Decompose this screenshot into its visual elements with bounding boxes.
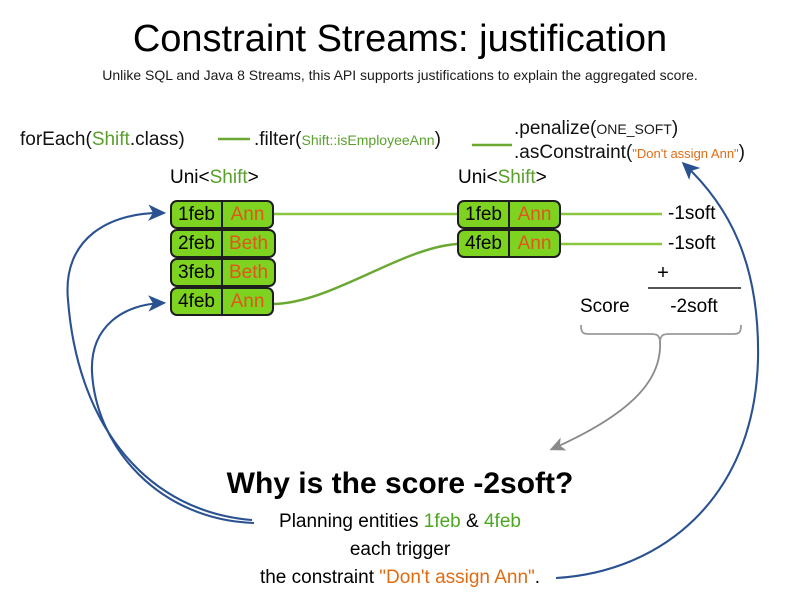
- fact-employee: Ann: [509, 200, 561, 229]
- table-row[interactable]: 1feb Ann: [170, 200, 276, 229]
- fact-employee: Ann: [509, 229, 561, 258]
- fact-date: 4feb: [170, 287, 222, 316]
- stream-label-left-suffix: >: [247, 167, 259, 188]
- table-row[interactable]: 4feb Ann: [457, 229, 561, 258]
- stream-label-right-type: Shift: [497, 167, 536, 188]
- stream-label-left-prefix: Uni<: [170, 167, 210, 188]
- fact-employee: Ann: [222, 200, 274, 229]
- page-subtitle: Unlike SQL and Java 8 Streams, this API …: [102, 67, 698, 83]
- code-foreach: forEach(Shift.class): [20, 128, 185, 152]
- table-row[interactable]: 1feb Ann: [457, 200, 561, 229]
- page-title: Constraint Streams: justification: [132, 18, 668, 60]
- fact-list-right: 1feb Ann 4feb Ann: [457, 200, 561, 258]
- fact-list-left: 1feb Ann 2feb Beth 3feb Beth 4feb Ann: [170, 200, 276, 316]
- flow-wire-4feb: [271, 242, 458, 306]
- explanation-line-1-prefix: Planning entities: [279, 511, 424, 532]
- code-filter-arg-rest: ::isEmployeeAnn: [329, 132, 435, 148]
- explanation-line-3-prefix: the constraint: [259, 567, 380, 588]
- table-row[interactable]: 2feb Beth: [170, 229, 276, 258]
- explanation-line-2: each trigger: [349, 539, 451, 560]
- penalty-value-1: -1soft: [668, 203, 716, 224]
- code-penalize-tail: ): [671, 118, 679, 139]
- score-brace: [580, 324, 742, 342]
- table-row[interactable]: 3feb Beth: [170, 258, 276, 287]
- code-as-constraint-arg: "Don't assign Ann": [632, 146, 739, 161]
- fact-date: 1feb: [457, 200, 509, 229]
- sum-operator: +: [657, 262, 669, 284]
- stream-label-left-type: Shift: [209, 167, 248, 188]
- code-filter-arg-type: Shift: [301, 132, 330, 148]
- fact-employee: Beth: [222, 229, 276, 258]
- score-label: Score: [580, 296, 630, 317]
- fact-employee: Ann: [222, 287, 274, 316]
- stream-label-right-suffix: >: [535, 167, 547, 188]
- code-filter: .filter(Shift::isEmployeeAnn): [254, 128, 441, 152]
- code-foreach-tail: .class): [129, 129, 185, 150]
- code-foreach-method: forEach(: [20, 129, 92, 150]
- code-foreach-type: Shift: [91, 129, 130, 150]
- explanation-line-3: the constraint "Don't assign Ann".: [0, 566, 800, 590]
- score-total-value: -2soft: [670, 296, 718, 317]
- explanation-line-3-suffix: .: [534, 567, 541, 588]
- explanation-entity-b: 4feb: [483, 511, 521, 532]
- explanation-line-1-amp: &: [460, 511, 484, 532]
- code-as-constraint: .asConstraint("Don't assign Ann"): [514, 141, 745, 166]
- fact-date: 4feb: [457, 229, 509, 258]
- code-as-constraint-tail: ): [738, 142, 745, 163]
- stream-label-right: Uni<Shift>: [458, 167, 547, 189]
- code-penalize-arg: ONE_SOFT: [596, 121, 672, 137]
- code-penalize: .penalize(ONE_SOFT): [514, 117, 678, 141]
- explanation-line-1: Planning entities 1feb & 4feb: [0, 510, 800, 534]
- code-penalize-method: .penalize(: [514, 118, 597, 139]
- fact-date: 2feb: [170, 229, 222, 258]
- code-filter-method: .filter(: [254, 129, 302, 150]
- table-row[interactable]: 4feb Ann: [170, 287, 276, 316]
- fact-date: 3feb: [170, 258, 222, 287]
- stream-label-left: Uni<Shift>: [170, 167, 259, 189]
- explanation-constraint-name: "Don't assign Ann": [379, 567, 535, 588]
- explanation-heading: Why is the score -2soft?: [226, 467, 574, 500]
- code-as-constraint-method: .asConstraint(: [514, 142, 633, 163]
- fact-date: 1feb: [170, 200, 222, 229]
- penalty-value-2: -1soft: [668, 233, 716, 254]
- explanation-entity-a: 1feb: [423, 511, 461, 532]
- fact-employee: Beth: [222, 258, 276, 287]
- brace-to-why-arrow: [549, 340, 661, 451]
- code-filter-tail: ): [434, 129, 441, 150]
- stream-label-right-prefix: Uni<: [458, 167, 498, 188]
